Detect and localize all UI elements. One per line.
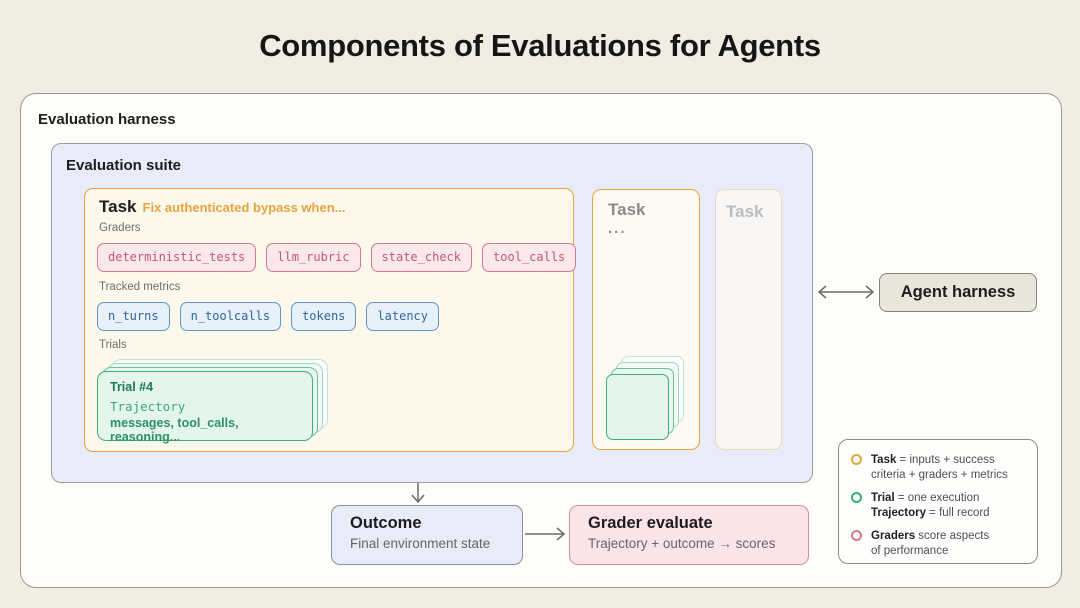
evaluation-harness-label: Evaluation harness (38, 111, 176, 128)
task-card-collapsed: Task ... (592, 189, 700, 450)
trial-contents-label: messages, tool_calls, reasoning... (110, 416, 239, 444)
legend-circle-icon (851, 492, 862, 503)
tracked-metrics-label: Tracked metrics (99, 281, 181, 293)
page-title: Components of Evaluations for Agents (259, 28, 821, 63)
ellipsis-label: ... (608, 220, 627, 237)
bidirectional-arrow (817, 285, 875, 299)
task-title: Task (608, 200, 646, 219)
trials-label: Trials (99, 339, 127, 351)
metric-pill: n_toolcalls (179, 302, 282, 331)
legend-circle-icon (851, 530, 862, 541)
evaluation-suite-box: Evaluation suite Task Fix authenticated b… (51, 143, 813, 483)
right-arrow (525, 527, 566, 541)
grader-pill: state_check (370, 243, 473, 272)
graders-row: deterministic_tests llm_rubric state_check… (97, 243, 577, 272)
task-card-faded: Task (715, 189, 782, 450)
task-subtitle: Fix authenticated bypass when... (142, 200, 346, 215)
grader-pill: llm_rubric (266, 243, 361, 272)
grader-pill: tool_calls (482, 243, 577, 272)
grader-pill: deterministic_tests (97, 243, 257, 272)
task-title: Task (726, 202, 764, 221)
grader-evaluate-title: Grader evaluate (588, 514, 713, 532)
task-title: Task (99, 197, 137, 216)
trial-card-front: Trial #4 Trajectory messages, tool_calls… (97, 371, 313, 444)
trial-title: Trial #4 (110, 380, 154, 394)
task-header: Task Fix authenticated bypass when... (99, 197, 346, 217)
outcome-title: Outcome (350, 514, 422, 532)
grader-evaluate-subtitle: Trajectory + outcome → scores (588, 536, 776, 551)
metric-pill: tokens (291, 302, 357, 331)
trial-trajectory-label: Trajectory (110, 399, 186, 414)
metric-pill: n_turns (97, 302, 170, 331)
metric-pill: latency (366, 302, 439, 331)
evaluation-harness-box: Evaluation harness Evaluation suite Task… (20, 93, 1062, 588)
agent-harness-box: Agent harness (879, 273, 1037, 312)
legend-circle-icon (851, 454, 862, 465)
outcome-subtitle: Final environment state (350, 536, 491, 551)
agent-harness-label: Agent harness (900, 283, 1016, 301)
outcome-box: Outcome Final environment state (331, 505, 523, 565)
trial-square-front (606, 374, 669, 440)
down-arrow (411, 483, 425, 504)
evaluation-suite-label: Evaluation suite (66, 157, 182, 174)
task-card-expanded: Task Fix authenticated bypass when... Gra… (84, 188, 577, 452)
grader-evaluate-box: Grader evaluate Trajectory + outcome → s… (569, 505, 809, 565)
graders-label: Graders (99, 222, 141, 234)
metrics-row: n_turns n_toolcalls tokens latency (97, 302, 439, 331)
